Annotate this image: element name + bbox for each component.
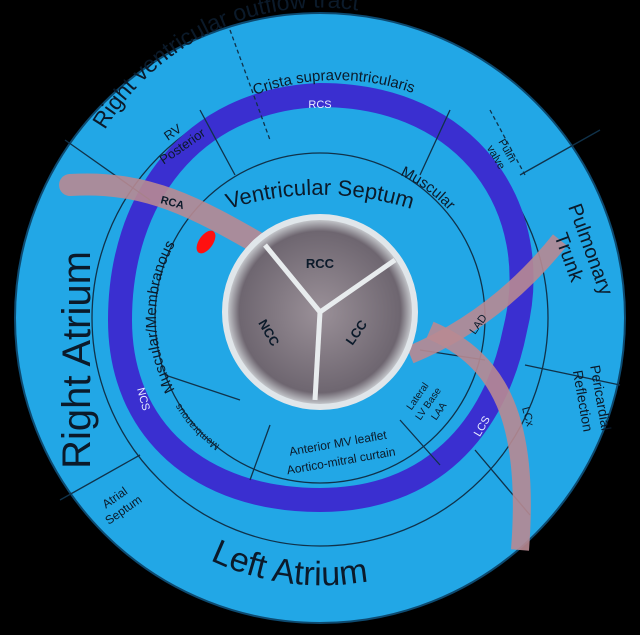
rcs-label: RCS — [308, 99, 331, 111]
rca-label: RCA — [159, 194, 185, 212]
sector-lines — [59, 29, 621, 516]
valve-commissures — [263, 243, 397, 401]
rca-vessel — [59, 173, 281, 261]
ncs-label: NCS — [134, 386, 152, 412]
lcx-vessel — [426, 321, 531, 551]
lad-vessel — [406, 234, 568, 364]
lcx-label: LCx — [519, 406, 536, 428]
red-marker — [196, 230, 216, 254]
sinus-band — [107, 82, 534, 513]
pericardial-reflection-label: Pericardial Reflection — [570, 364, 615, 433]
rcc-label: RCC — [306, 256, 335, 271]
right-atrium-label: Right Atrium — [55, 251, 99, 469]
